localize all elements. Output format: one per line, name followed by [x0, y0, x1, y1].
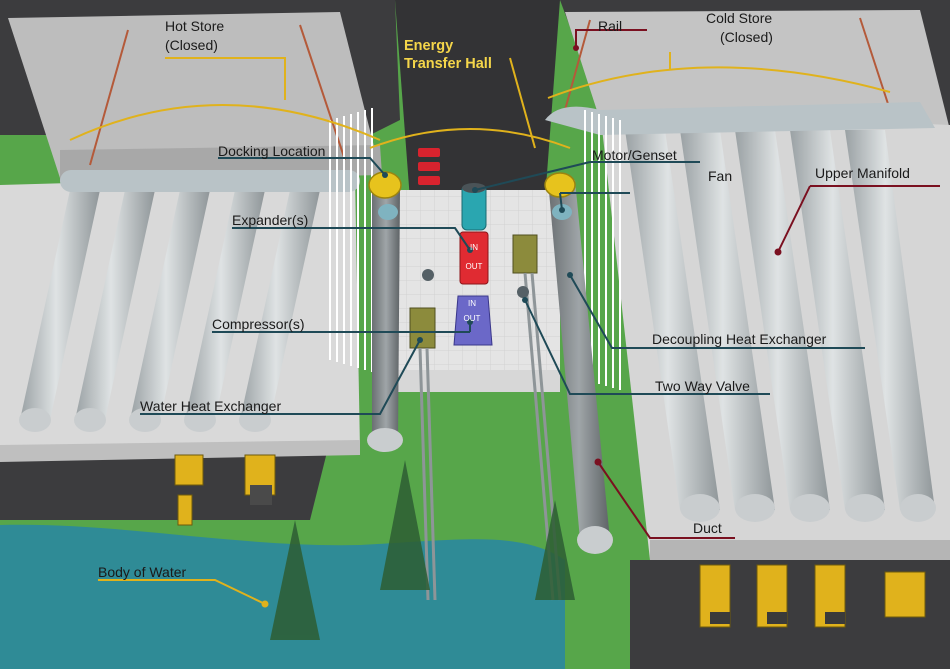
water-heat-exchanger-label: Water Heat Exchanger [140, 398, 282, 414]
west-machinery [174, 454, 276, 526]
decoupling-heat-exchanger-unit [512, 234, 538, 274]
cold-store-tubes [545, 102, 936, 522]
valve-cold [517, 286, 529, 298]
cold-duct [548, 180, 610, 548]
motor-genset-label: Motor/Genset [592, 147, 677, 163]
expanders-label: Expander(s) [232, 212, 309, 228]
valve-hot [422, 269, 434, 281]
fan-label: Fan [708, 168, 733, 184]
leader-lines [69, 29, 940, 605]
hall-apron [395, 370, 560, 392]
rail-label: Rail [598, 18, 623, 34]
hot-duct-end [367, 428, 403, 452]
expander-in-label: IN [470, 243, 478, 252]
cold-store-base [650, 540, 950, 560]
hot-store-status-label: (Closed) [165, 37, 218, 53]
fan-hot [378, 204, 398, 220]
hot-store-rail-1 [89, 29, 129, 166]
cold-store-rail-2 [859, 17, 891, 111]
east-trucks [699, 564, 926, 628]
two-way-valve-label: Two Way Valve [655, 378, 750, 394]
cold-store-label: Cold Store [706, 10, 773, 26]
cold-duct-end [577, 526, 613, 554]
energy-transfer-hall-label-1: Energy [404, 38, 454, 54]
hot-store-tubes [19, 170, 360, 432]
hot-store-label: Hot Store [165, 18, 225, 34]
cold-store-status-label: (Closed) [720, 29, 773, 45]
energy-transfer-hall-label-2: Transfer Hall [404, 56, 492, 72]
compressor-in-label: IN [468, 299, 476, 308]
trees [270, 460, 575, 640]
leader-dots [261, 45, 782, 608]
cold-store-rail-1 [564, 19, 591, 111]
hot-duct [372, 190, 400, 448]
docking-location-label: Docking Location [218, 143, 326, 159]
decoupling-heat-exchanger-label: Decoupling Heat Exchanger [652, 331, 827, 347]
compressors-label: Compressor(s) [212, 316, 305, 332]
body-of-water-label: Body of Water [98, 564, 187, 580]
compressor-out-label: OUT [464, 314, 481, 323]
cold-store-roof [565, 10, 950, 130]
hall-carts [418, 148, 440, 185]
hot-store-roof [8, 12, 380, 178]
water-heat-exchanger-unit [409, 307, 436, 349]
upper-manifold-label: Upper Manifold [815, 165, 910, 181]
duct-label: Duct [693, 520, 722, 536]
expander-out-label: OUT [466, 262, 483, 271]
